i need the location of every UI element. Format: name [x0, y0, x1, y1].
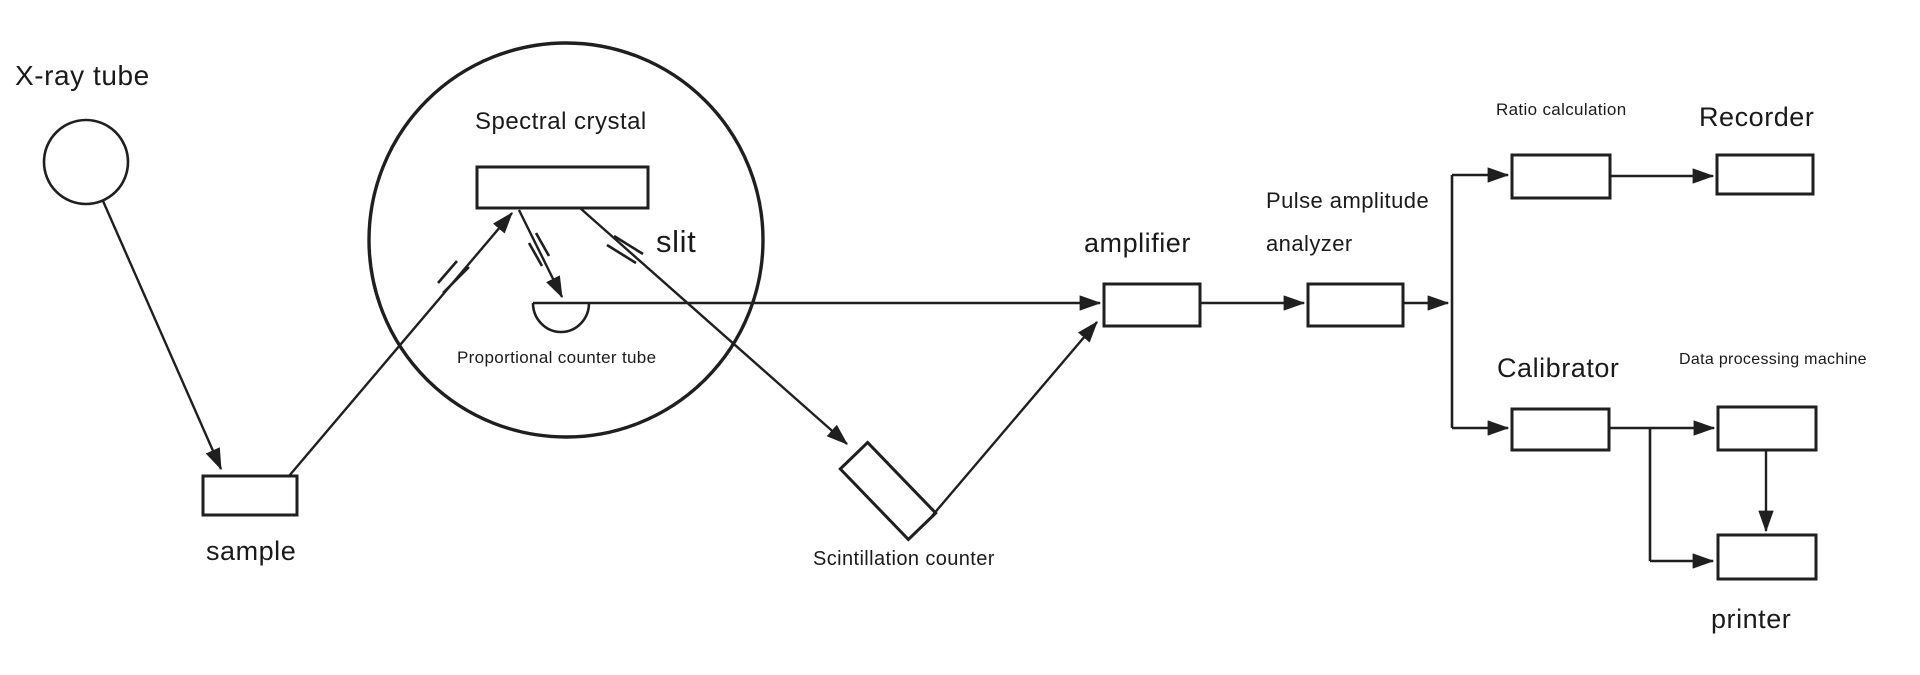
- data-processing-machine-label: Data processing machine: [1679, 351, 1867, 368]
- pulse-amplitude-analyzer-label-line1: Pulse amplitude: [1266, 188, 1430, 213]
- beam-mark-1b: [442, 266, 470, 294]
- printer-box: [1716, 533, 1818, 581]
- calibrator-box: [1510, 407, 1611, 452]
- xray-tube-circle: [42, 118, 130, 206]
- spectral-crystal-label: Spectral crystal: [475, 108, 647, 135]
- sample-box: [201, 474, 299, 517]
- printer-label: printer: [1711, 604, 1792, 634]
- sample-label: sample: [206, 536, 297, 566]
- ratio-calculation-box: [1510, 153, 1612, 200]
- calibrator-label: Calibrator: [1497, 353, 1620, 383]
- data-processing-machine-box: [1716, 405, 1818, 452]
- beam-mark-3a: [613, 234, 644, 256]
- beam-sample-to-crystal: [288, 212, 513, 477]
- ratio-calculation-label: Ratio calculation: [1496, 100, 1627, 119]
- pulse-amplitude-analyzer-label-line2: analyzer: [1266, 231, 1353, 256]
- goniometer-circle: [367, 41, 765, 439]
- recorder-label: Recorder: [1699, 102, 1815, 132]
- proportional-counter-dome: [531, 302, 591, 334]
- spectral-crystal-box: [475, 165, 650, 210]
- amplifier-box: [1102, 282, 1202, 328]
- proportional-counter-tube-label: Proportional counter tube: [457, 348, 657, 367]
- slit-label: slit: [656, 224, 697, 259]
- beam-crystal-to-counter: [517, 209, 564, 299]
- recorder-box: [1715, 153, 1815, 196]
- beam-mark-2a: [534, 232, 551, 257]
- amplifier-label: amplifier: [1084, 228, 1191, 258]
- beam-mark-1a: [437, 260, 458, 284]
- beam-mark-2b: [527, 242, 544, 267]
- scintillation-counter-label: Scintillation counter: [813, 548, 995, 570]
- pulse-analyzer-box: [1306, 282, 1405, 328]
- beam-tube-to-sample: [101, 200, 223, 471]
- beam-crystal-to-scintillation: [579, 207, 848, 445]
- beam-mark-3b: [606, 243, 637, 265]
- xray-tube-label: X-ray tube: [15, 60, 150, 91]
- scintillation-counter-box: [838, 440, 938, 542]
- signal-scintillation-to-amplifier: [931, 321, 1098, 517]
- pulse-amplitude-analyzer-label: Pulse amplitude analyzer: [1266, 179, 1429, 265]
